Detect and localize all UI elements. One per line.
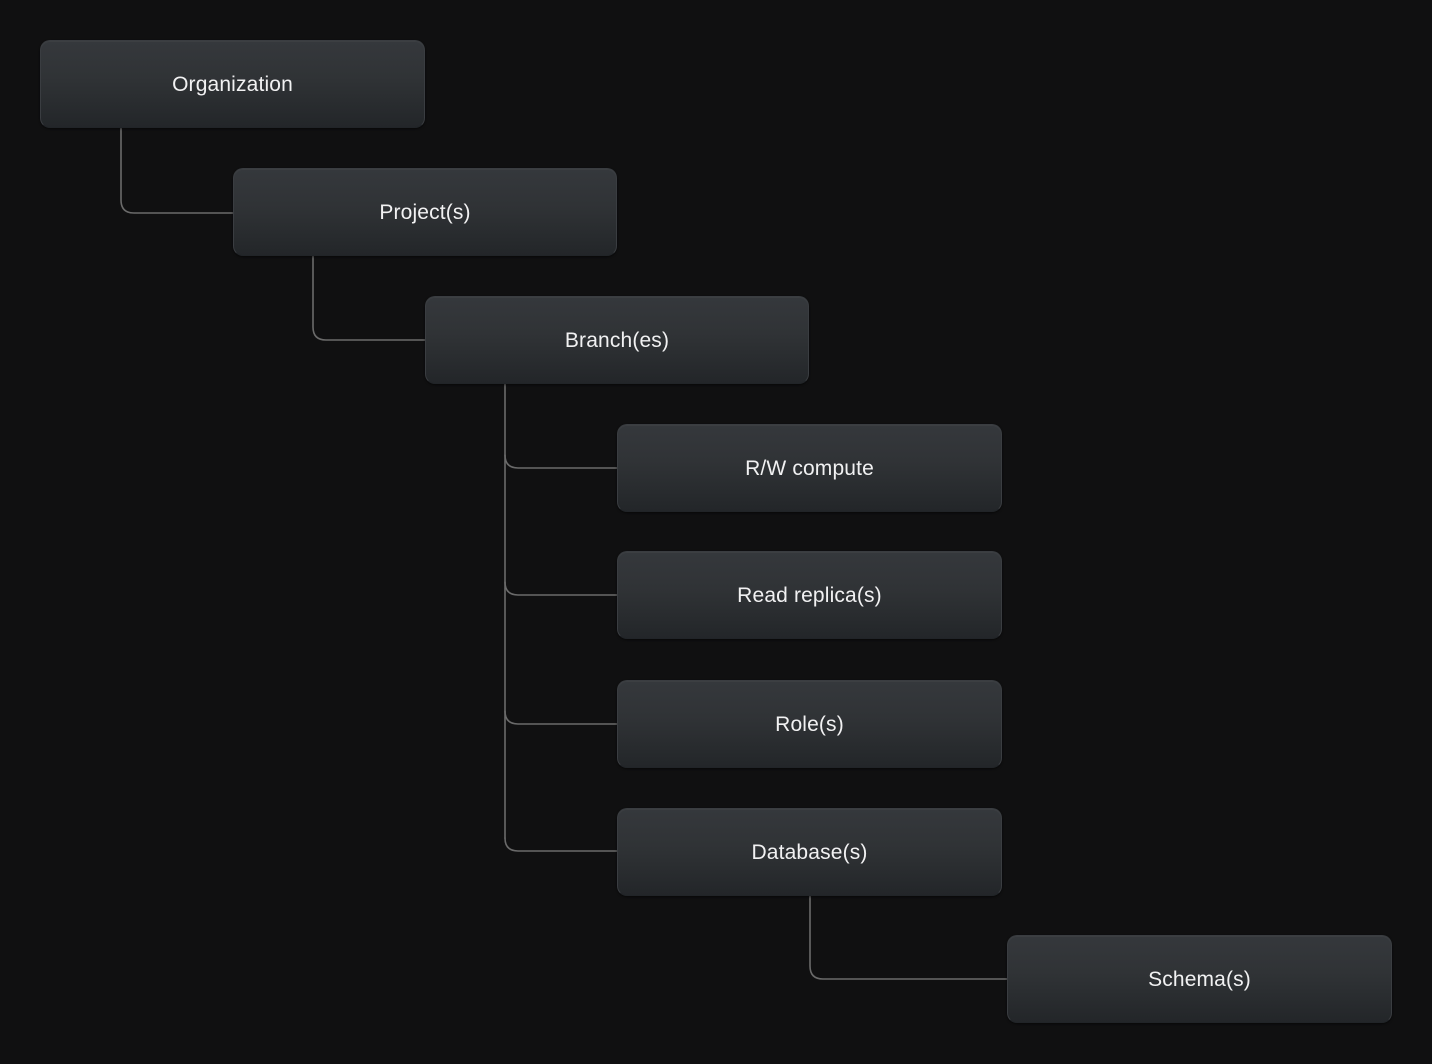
node-label-rw-compute: R/W compute: [745, 456, 874, 480]
node-organization[interactable]: Organization: [40, 40, 425, 128]
node-read-replica[interactable]: Read replica(s): [617, 551, 1002, 639]
node-schema[interactable]: Schema(s): [1007, 935, 1392, 1023]
edge-branch-role: [504, 710, 618, 725]
node-label-project: Project(s): [379, 200, 471, 224]
edge-project-branch: [312, 255, 426, 341]
node-project[interactable]: Project(s): [233, 168, 617, 256]
edge-database-schema: [809, 895, 1008, 980]
node-database[interactable]: Database(s): [617, 808, 1002, 896]
node-label-read-replica: Read replica(s): [737, 583, 882, 607]
node-label-role: Role(s): [775, 712, 844, 736]
node-branch[interactable]: Branch(es): [425, 296, 809, 384]
node-label-organization: Organization: [172, 72, 293, 96]
node-role[interactable]: Role(s): [617, 680, 1002, 768]
node-rw-compute[interactable]: R/W compute: [617, 424, 1002, 512]
node-label-database: Database(s): [751, 840, 868, 864]
node-label-schema: Schema(s): [1148, 967, 1251, 991]
edge-organization-project: [120, 127, 234, 214]
edge-branch-database: [504, 837, 618, 852]
edge-branch-read-replica: [504, 581, 618, 596]
node-label-branch: Branch(es): [564, 328, 670, 352]
edge-branch-rw-compute: [504, 454, 618, 469]
